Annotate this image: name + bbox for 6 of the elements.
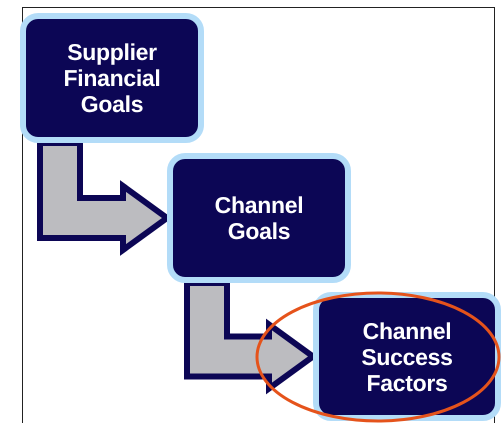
rounded-box [20, 13, 204, 143]
box-label: Channel Goals [214, 192, 304, 244]
box-label: Supplier Financial Goals [62, 39, 162, 117]
rounded-box [313, 292, 501, 421]
rounded-box [167, 153, 351, 283]
box-label: Channel Success Factors [360, 318, 454, 396]
